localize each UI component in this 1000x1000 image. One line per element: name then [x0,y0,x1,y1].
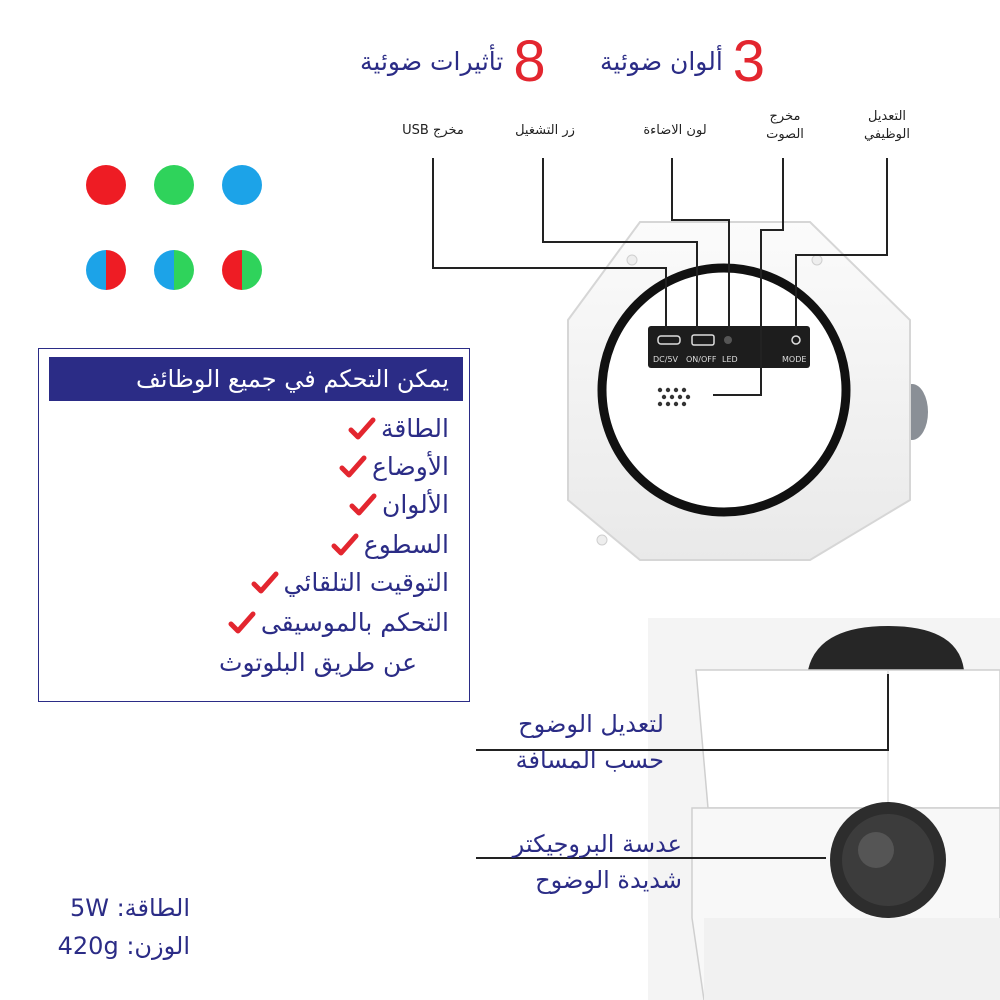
checkmark-icon [331,533,359,556]
checkmark-icon [251,571,279,594]
green-red-color-dot [222,250,262,290]
lens-label-line1: عدسة البروجيكتر [512,830,682,858]
colors-count-text: ألوان ضوئية [600,47,723,76]
sound-out-label-line2: الصوت [766,127,804,142]
power-spec: الطاقة: 5W [69,894,190,922]
light-color-label: لون الاضاءة [643,123,707,138]
colors-count-heading: 3 ألوان ضوئية [600,28,765,96]
usb-label: مخرج USB [402,123,464,138]
device-top-illustration: DC/5V ON/OFF LED MODE [567,221,928,561]
feature-item: الألوان [348,487,449,523]
mode-label: التعديل الوظيفي [845,108,929,144]
checkmark-icon [349,493,377,516]
focus-callout-line [476,674,889,751]
speaker-grille-icon [657,387,691,407]
port-panel [648,326,810,368]
red-color-dot [86,165,126,205]
red-blue-color-dot [86,250,126,290]
bottom-callout-lines [476,674,889,859]
focus-label: لتعديل الوضوح حسب المسافة [470,706,664,778]
sound-out-callout-line [713,158,784,396]
port-mode-label: MODE [782,355,806,364]
focus-label-line1: لتعديل الوضوح [518,710,664,738]
port-onoff-label: ON/OFF [686,355,717,364]
mode-label-line2: الوظيفي [864,127,910,142]
feature-item-label: التوقيت التلقائي [283,568,449,597]
focus-knob [808,626,964,670]
effects-count-heading: 8 تأثيرات ضوئية [360,28,546,96]
feature-item-label: الطاقة [380,414,449,443]
feature-continuation: عن طريق البلوتوث [218,648,417,677]
features-title: يمكن التحكم في جميع الوظائف [49,357,463,401]
feature-item: التحكم بالموسيقى [227,605,449,641]
checkmark-icon [348,417,376,440]
light-color-swatches [70,150,280,300]
features-box: يمكن التحكم في جميع الوظائف الطاقة الأوض… [38,348,470,702]
blue-color-dot [222,165,262,205]
lens-label-line2: شديدة الوضوح [535,866,682,894]
effects-count-text: تأثيرات ضوئية [360,47,504,76]
green-color-dot [154,165,194,205]
usb-callout-line [432,158,667,330]
feature-item: الأوضاع [338,449,449,485]
effects-count-number: 8 [513,29,546,94]
power-callout-line [542,158,698,330]
port-led-label: LED [722,355,738,364]
sound-out-label: مخرج الصوت [745,108,825,144]
weight-spec: الوزن: 420g [57,932,190,960]
sound-out-label-line1: مخرج [769,109,801,124]
lens-closeup-illustration [648,618,1000,1000]
mode-label-line1: التعديل [867,109,907,124]
checkmark-icon [339,455,367,478]
feature-item: السطوع [330,527,449,563]
checkmark-icon [228,611,256,634]
power-button-label: زر التشغيل [515,123,575,138]
colors-count-number: 3 [732,29,766,94]
focus-label-line2: حسب المسافة [515,746,664,774]
headline: 3 ألوان ضوئية 8 تأثيرات ضوئية [0,28,1000,98]
mode-callout-line [795,158,888,330]
top-callout-lines [432,158,888,396]
feature-item-label: التحكم بالموسيقى [260,608,449,637]
lens-label: عدسة البروجيكتر شديدة الوضوح [470,826,682,898]
feature-item-label: السطوع [363,530,449,559]
feature-item: الطاقة [347,411,449,447]
light-color-callout-line [671,158,730,330]
feature-item-label: الأوضاع [371,452,449,481]
blue-green-color-dot [154,250,194,290]
port-dc-label: DC/5V [653,355,679,364]
feature-item-label: الألوان [381,490,449,519]
feature-item: التوقيت التلقائي [250,565,449,601]
